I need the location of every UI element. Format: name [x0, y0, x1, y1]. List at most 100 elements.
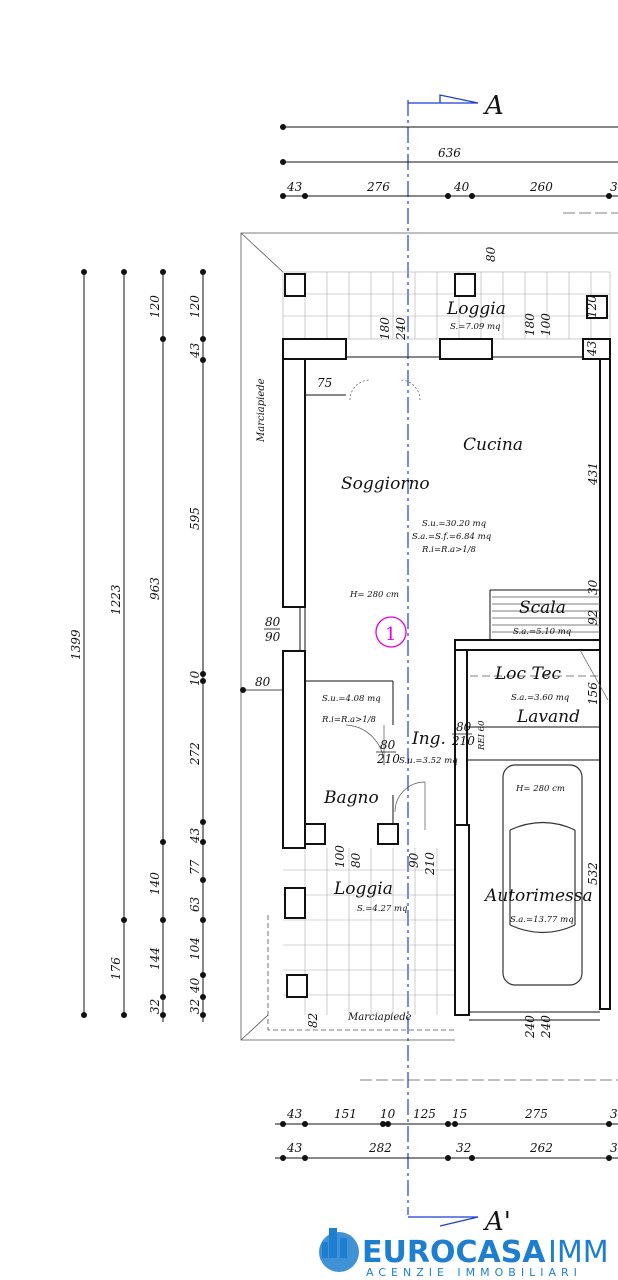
win-80: 80: [265, 615, 281, 629]
loctec-name: Loc Tec: [494, 664, 562, 684]
dim-43: 43: [585, 340, 599, 357]
autorimessa-name: Autorimessa: [483, 886, 593, 906]
autorimessa-h: H= 280 cm: [515, 784, 565, 794]
loggia-top-area: S.=7.09 mq: [450, 322, 501, 332]
dim-left-43a: 43: [188, 342, 202, 359]
door-rei: REI 60: [477, 720, 487, 751]
dim-180b: 180: [523, 313, 537, 336]
dim-532: 532: [586, 862, 600, 885]
door-ing-w: 80: [456, 720, 472, 734]
dim-top-2: 276: [366, 180, 390, 194]
soggiorno-su: S.u.=30.20 mq: [422, 519, 487, 529]
stairs: [470, 596, 609, 701]
doors: [345, 379, 426, 830]
dim-left-77: 77: [188, 859, 202, 875]
door-bagno-h: 210: [376, 752, 400, 766]
dim-left-43b: 43: [188, 827, 202, 844]
log-210: 210: [423, 852, 437, 876]
unit-marker-label: 1: [385, 624, 396, 645]
ing-su: S.u.=3.52 mq: [399, 756, 458, 766]
dim-82: 82: [306, 1013, 320, 1028]
dim-left-32a: 32: [148, 999, 162, 1014]
dim-180a: 180: [378, 317, 392, 340]
bottom-dimensions: [275, 1123, 618, 1159]
dim-120: 120: [585, 295, 599, 318]
soggiorno-name: Soggiorno: [341, 474, 430, 494]
unit-marker-circle: [375, 616, 407, 648]
dim-bot2-5: 3: [610, 1141, 618, 1155]
dim-30: 30: [586, 579, 600, 595]
dim-left-1399: 1399: [69, 629, 83, 660]
dim-left-10: 10: [188, 670, 202, 686]
dim-80-top: 80: [484, 246, 498, 262]
ext-80: 80: [255, 675, 271, 689]
dim-100: 100: [539, 313, 553, 336]
loctec-area: S.a.=3.60 mq: [511, 693, 570, 703]
car-outline: [502, 764, 583, 986]
dim-bot2-3: 32: [456, 1141, 471, 1155]
dim-240: 240: [394, 317, 408, 341]
logo-tagline: ACENZIE IMMOBILIARI: [366, 1266, 582, 1279]
door-ing-h: 210: [451, 734, 475, 748]
loggia-bottom-area: S.=4.27 mq: [357, 904, 408, 914]
dim-left-1223: 1223: [109, 584, 123, 615]
sidewalk-outline: [240, 212, 618, 1081]
dim-top-5: 3: [610, 180, 618, 194]
loggia-bottom-name: Loggia: [333, 879, 393, 899]
dim-left-963: 963: [148, 577, 162, 600]
bagno-su: S.u.=4.08 mq: [322, 694, 381, 704]
lavand-name: Lavand: [516, 707, 580, 727]
dim-75: 75: [317, 376, 332, 390]
dim-left-63: 63: [188, 896, 202, 912]
columns: [284, 273, 608, 998]
dim-156: 156: [586, 682, 600, 705]
dim-bot1-5: 15: [452, 1107, 467, 1121]
scala-name: Scala: [519, 598, 566, 618]
dim-bot1-7: 3: [610, 1107, 618, 1121]
dim-bot2-4: 262: [529, 1141, 553, 1155]
gar-240b: 240: [539, 1015, 553, 1039]
ing-name: Ing.: [411, 729, 446, 749]
dim-left-140: 140: [148, 872, 162, 895]
dim-92: 92: [586, 610, 600, 625]
dim-left-40: 40: [188, 977, 202, 994]
sidewalk-bottom-label: Marciapiede: [347, 1012, 412, 1023]
section-axis: [407, 94, 479, 1227]
dim-bot1-2: 151: [334, 1107, 357, 1121]
loggia-top-name: Loggia: [446, 299, 506, 319]
dim-top-1: 43: [286, 180, 303, 194]
dim-top-3: 40: [453, 180, 470, 194]
dim-bot2-1: 43: [286, 1141, 303, 1155]
dim-left-176: 176: [109, 957, 123, 980]
sidewalk-left-label: Marciapiede: [256, 378, 267, 443]
dim-left-272: 272: [188, 742, 202, 766]
soggiorno-h: H= 280 cm: [349, 590, 399, 600]
win-90: 90: [265, 630, 281, 644]
gar-240a: 240: [523, 1015, 537, 1039]
dim-top-4: 260: [529, 180, 553, 194]
dim-bot1-1: 43: [286, 1107, 303, 1121]
loggia-bottom-tiles: [283, 848, 455, 1015]
log-80: 80: [349, 852, 363, 868]
section-label-bottom: A': [483, 1207, 511, 1237]
dim-bot2-2: 282: [368, 1141, 392, 1155]
top-dimensions: [283, 126, 618, 197]
bagno-name: Bagno: [323, 788, 379, 808]
dim-top-total: 636: [438, 146, 461, 160]
dim-bot1-6: 275: [524, 1107, 548, 1121]
bagno-ri: R.i=R.a>1/8: [321, 715, 377, 725]
dim-left-32b: 32: [188, 999, 202, 1014]
log-100: 100: [333, 845, 347, 868]
log-90: 90: [407, 852, 421, 868]
soggiorno-ri: R.i=R.a>1/8: [421, 545, 477, 555]
autorimessa-area: S.a.=13.77 mq: [510, 915, 574, 925]
dim-left-144: 144: [148, 947, 162, 970]
dim-left-595: 595: [188, 507, 202, 530]
dim-left-120a: 120: [148, 295, 162, 318]
walls: [282, 338, 611, 1016]
dim-431: 431: [586, 462, 600, 486]
dim-bot1-3: 10: [380, 1107, 396, 1121]
soggiorno-sa: S.a.=S.f.=6.84 mq: [412, 532, 492, 542]
dim-bot1-4: 125: [413, 1107, 436, 1121]
